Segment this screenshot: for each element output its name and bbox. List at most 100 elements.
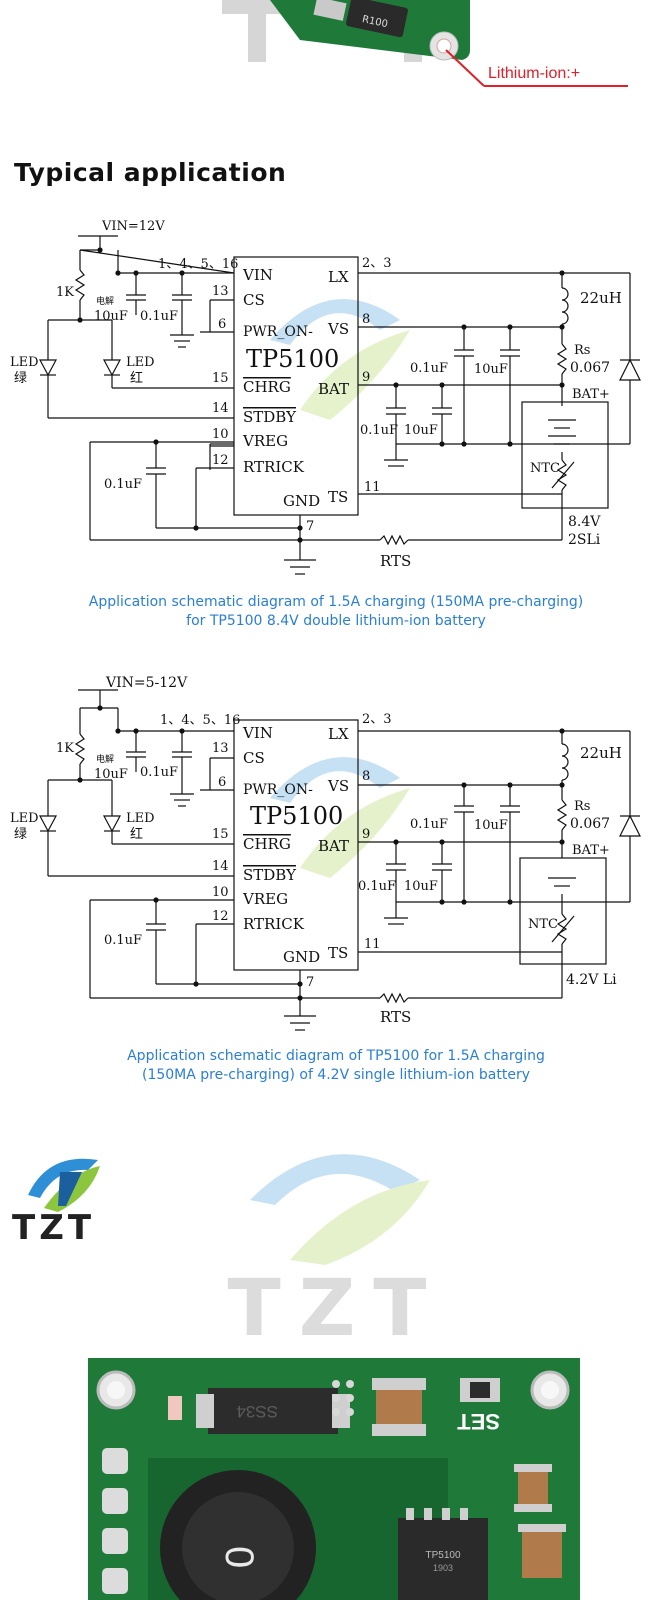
d2-c-vreg: 0.1uF [104,933,142,948]
d1-r-1k: 1K [56,285,74,300]
schematic-2-watermark-logo [270,757,410,878]
d1-c-vs-10: 10uF [474,362,508,377]
d2-ic-vs: VS [327,777,349,795]
chip-label: R100 [361,14,389,30]
d2-ic-ts: TS [328,944,348,962]
d2-cap-10uf: 10uF [94,767,128,782]
d1-ic-chrg: CHRG [243,378,291,396]
d1-pin-8: 8 [362,312,370,327]
d2-ntc: NTC [528,917,558,932]
schematic-diagram-2: VIN=5-12V 1、4、5、16 2、3 13 6 15 14 10 12 … [10,675,641,1031]
tp5100-board-photo: SS34 SET 0 TP5100 1903 [88,1358,580,1600]
d1-ic-lx: LX [328,268,349,286]
d1-bat-plus: BAT+ [572,387,610,402]
d1-ic-ts: TS [328,488,348,506]
d1-pin-10: 10 [212,427,229,442]
d2-ic-vin: VIN [242,724,273,742]
d1-inductor: 22uH [580,289,622,307]
d1-vin: VIN=12V [101,219,165,234]
d2-pin-15: 15 [212,827,229,842]
d1-battery2: 2SLi [568,532,601,548]
section-title: Typical application [14,158,287,187]
d1-c-bat-01: 0.1uF [360,423,398,438]
brand-watermark-area: TZT [28,1154,445,1354]
tp5100-chip [398,1518,488,1600]
d1-ic-vs: VS [327,320,349,338]
d2-led-green-cn: 绿 [14,827,27,842]
d1-cap-10uf: 10uF [94,309,128,324]
d2-inductor: 22uH [580,744,622,762]
d1-pin-23: 2、3 [362,256,392,271]
d1-c-vs-01: 0.1uF [410,361,448,376]
d2-ic-pwr: PWR_ON- [243,782,313,798]
d1-led-red: LED [126,355,155,370]
d2-ic-bat: BAT [318,837,349,855]
d1-ic-name: TP5100 [246,345,339,373]
caption-2-line-2: (150MA pre-charging) of 4.2V single lith… [141,1067,530,1083]
d2-pin-11: 11 [364,937,381,952]
d1-cap-01uf: 0.1uF [140,309,178,324]
d2-pin-7: 7 [306,975,314,990]
d1-pin-7: 7 [306,519,314,534]
d1-pin-6: 6 [218,317,226,332]
d1-rs-val: 0.067 [570,360,610,376]
d2-pin-8: 8 [362,769,370,784]
d2-pin-12: 12 [212,909,229,924]
d1-led-green-cn: 绿 [14,371,27,386]
d1-cap-elec: 电解 [96,295,114,307]
diode-label: SS34 [236,1402,278,1421]
caption-1: Application schematic diagram of 1.5A ch… [0,593,672,631]
d1-pin-14: 14 [212,401,229,416]
d1-c-vreg: 0.1uF [104,477,142,492]
d1-c-bat-10: 10uF [404,423,438,438]
d2-ic-gnd: GND [283,948,320,966]
d2-c-vs-10: 10uF [474,818,508,833]
lithium-callout: Lithium-ion:+ [488,65,580,82]
d2-pin-10: 10 [212,885,229,900]
d1-pin-13: 13 [212,284,229,299]
d2-vin: VIN=5-12V [105,675,188,691]
d1-ic-gnd: GND [283,492,320,510]
schematic-diagram-1: VIN=12V 1、4、5、16 2、3 13 6 15 14 10 12 8 … [10,219,641,575]
d1-pin-11: 11 [364,480,381,495]
d1-pin-15: 15 [212,371,229,386]
chip-label-sub: 1903 [433,1563,453,1573]
d2-ic-stdby: STDBY [243,866,297,884]
d2-pin-13: 13 [212,741,229,756]
tzt-logo-icon [28,1158,100,1212]
d1-led-green: LED [10,355,39,370]
d1-ic-vreg: VREG [242,432,288,450]
d1-rs: Rs [574,343,590,358]
schottky-diode [208,1388,338,1434]
d2-rts: RTS [380,1008,411,1026]
d2-ic-vreg: VREG [242,890,288,908]
d2-cap-elec: 电解 [96,753,114,765]
d1-pins-top: 1、4、5、16 [158,257,238,272]
set-label: SET [457,1409,500,1434]
inductor-label: 0 [217,1546,261,1568]
d2-ic-name: TP5100 [250,802,343,830]
d1-ic-pwr: PWR_ON- [243,324,313,340]
resistor-chip [346,0,408,38]
d2-c-vs-01: 0.1uF [410,817,448,832]
top-product-photo: R100 Lithium-ion:+ [0,0,672,110]
d2-battery: 4.2V Li [566,972,617,988]
d2-ic-lx: LX [328,725,349,743]
caption-2: Application schematic diagram of TP5100 … [0,1047,672,1085]
chip-label-main: TP5100 [425,1550,460,1561]
d2-led-red: LED [126,811,155,826]
watermark-tzt-text: TZT [228,1264,445,1354]
schematic-1-watermark-logo [270,299,410,420]
d2-c-bat-10: 10uF [404,879,438,894]
d2-rs: Rs [574,799,590,814]
d2-cap-01uf: 0.1uF [140,765,178,780]
d2-led-green: LED [10,811,39,826]
d2-c-bat-01: 0.1uF [358,879,396,894]
d2-pins-top: 1、4、5、16 [160,713,240,728]
d1-rts: RTS [380,552,411,570]
d2-ic-chrg: CHRG [243,835,291,853]
d1-ntc: NTC [530,461,560,476]
d1-ic-stdby: STDBY [243,408,297,426]
d2-rs-val: 0.067 [570,816,610,832]
d1-pin-12: 12 [212,453,229,468]
